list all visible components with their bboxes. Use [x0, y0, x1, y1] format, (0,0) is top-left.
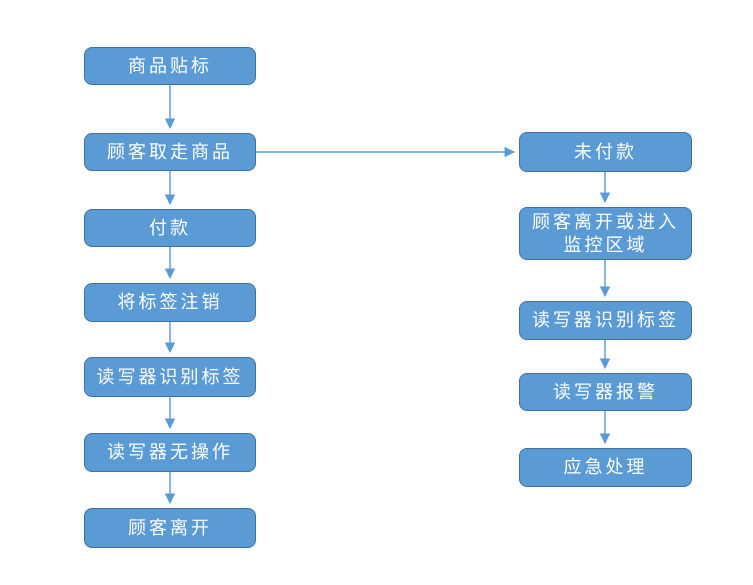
flow-node-reader-identifies-tag-2: 读写器识别标签: [519, 301, 692, 340]
flow-node-customer-enters-monitored-area: 顾客离开或进入监控区域: [519, 207, 692, 260]
flow-node-unpaid: 未付款: [519, 132, 692, 172]
flow-node-reader-identifies-tag: 读写器识别标签: [84, 357, 256, 397]
flow-node-emergency-handling: 应急处理: [519, 448, 692, 487]
flow-node-deactivate-tag: 将标签注销: [84, 283, 256, 322]
flow-node-reader-alarm: 读写器报警: [519, 373, 692, 411]
flow-node-product-labeling: 商品贴标: [84, 47, 256, 85]
flow-node-reader-no-action: 读写器无操作: [84, 433, 256, 472]
flow-node-customer-takes-item: 顾客取走商品: [84, 133, 256, 171]
flow-node-payment: 付款: [84, 209, 256, 247]
flow-node-customer-leaves: 顾客离开: [84, 508, 256, 548]
